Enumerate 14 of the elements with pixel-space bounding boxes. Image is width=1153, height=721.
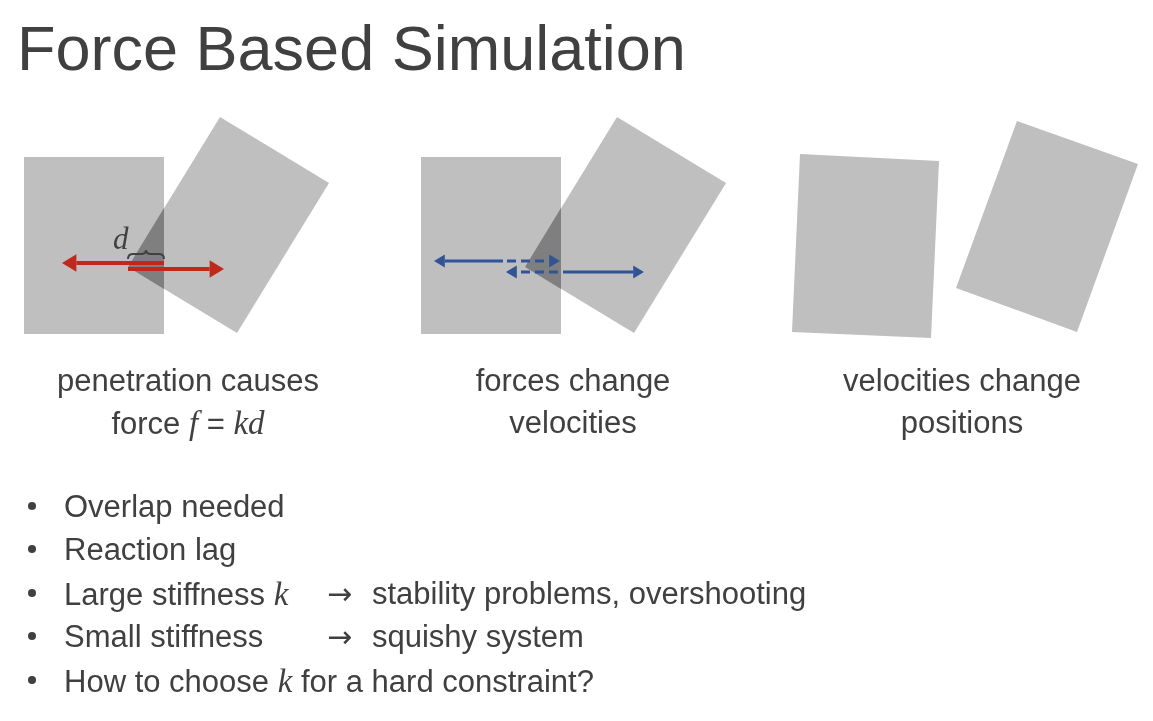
- slide-title: Force Based Simulation: [17, 12, 686, 84]
- bullet-text: Small stiffness: [64, 619, 264, 655]
- bullet-text: stability problems, overshooting: [372, 576, 807, 612]
- arrow-symbol: →: [327, 576, 353, 612]
- bullet-text: How to choose k for a hard constraint?: [64, 663, 594, 700]
- bullet-text: Reaction lag: [64, 532, 237, 568]
- panel-caption: velocities change positions: [842, 362, 1082, 442]
- bullet-text: Overlap needed: [64, 489, 285, 525]
- bullet-text: Large stiffness k: [64, 576, 289, 613]
- bullet-text: squishy system: [372, 619, 584, 655]
- arrow-symbol: →: [327, 619, 353, 655]
- dimension-label: d: [113, 222, 129, 256]
- panel-caption: forces change velocities: [474, 362, 672, 442]
- panel-caption: penetration causes force f = kd: [56, 362, 320, 443]
